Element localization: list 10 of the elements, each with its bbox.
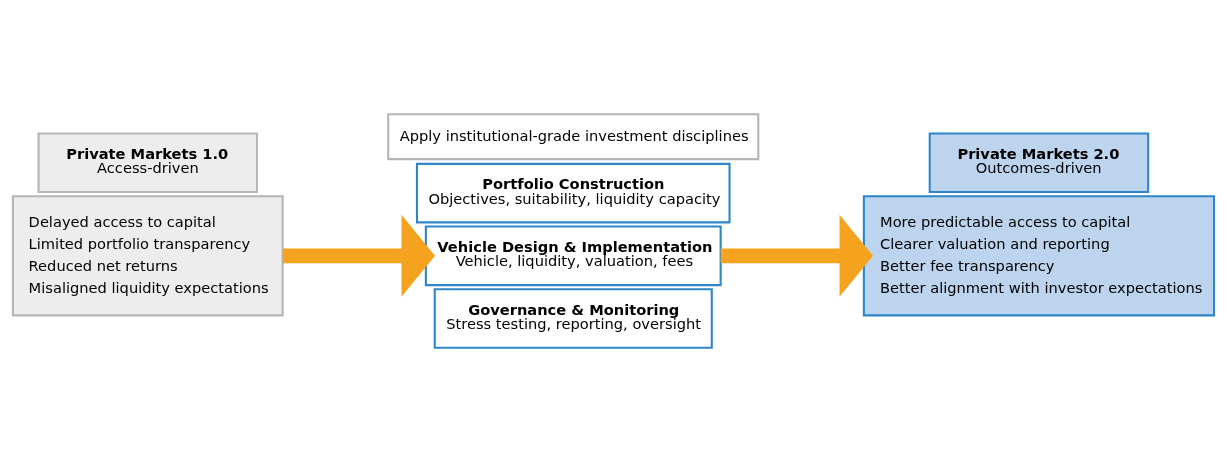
node-box: Portfolio Construction Objectives, suitability, liquidity capacity <box>415 162 731 224</box>
arrow <box>720 214 874 297</box>
node-box: Delayed access to capital Limited portfolio transparency Reduced net returns Misaligned liquidity expectations <box>11 195 284 317</box>
node-box: Governance & Monitoring Stress testing, reporting, oversight <box>433 288 713 349</box>
node-box: Private Markets 2.0 Outcomes-driven <box>928 132 1150 194</box>
node-box: Vehicle Design & Implementation Vehicle, liquidity, valuation, fees <box>424 225 722 287</box>
node-box: Private Markets 1.0 Access-driven <box>37 132 259 194</box>
node-box: Apply institutional-grade investment disciplines <box>387 113 760 161</box>
node-box: More predictable access to capital Clearer valuation and reporting Better fee transparency Better alignment with investor expectations <box>862 195 1216 317</box>
arrow <box>282 214 435 297</box>
